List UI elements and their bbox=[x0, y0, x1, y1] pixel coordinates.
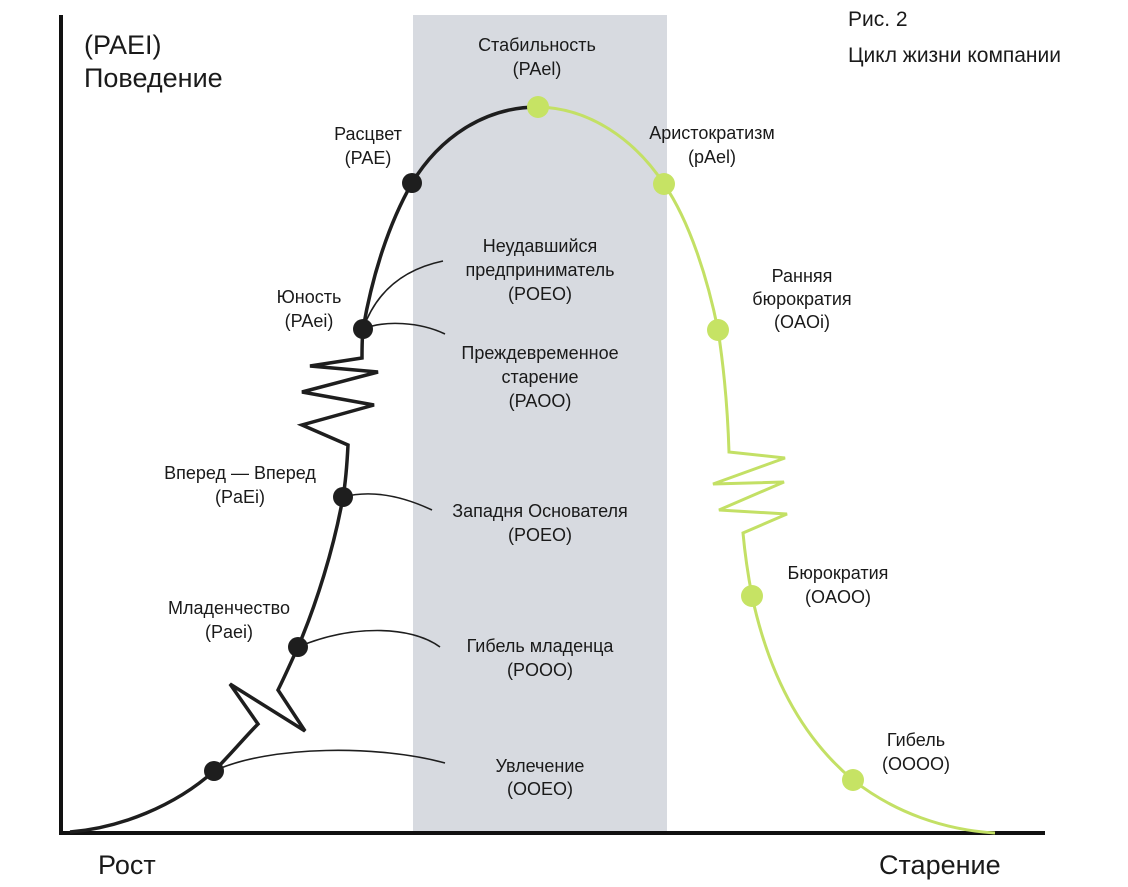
node-aristocracy bbox=[653, 173, 675, 195]
x-axis-label-aging: Старение bbox=[879, 850, 1001, 880]
stage-code-infatuation: (OOEO) bbox=[507, 779, 573, 799]
stage-label-stability: Стабильность bbox=[478, 35, 596, 55]
stage-label-founder-trap: Западня Основателя bbox=[452, 501, 627, 521]
stage-code-infant-mortality: (POOO) bbox=[507, 660, 573, 680]
stage-label-premature-aging-1: Преждевременное bbox=[461, 343, 618, 363]
prime-zone-band bbox=[413, 15, 667, 833]
node-go-go bbox=[333, 487, 353, 507]
stage-code-death: (OOOO) bbox=[882, 754, 950, 774]
stage-code-prime: (PAE) bbox=[345, 148, 392, 168]
stage-code-stability: (PAel) bbox=[513, 59, 562, 79]
y-axis-label: Поведение bbox=[84, 63, 223, 93]
stage-code-go-go: (PaEi) bbox=[215, 487, 265, 507]
y-axis-label-code: (PAEI) bbox=[84, 30, 162, 60]
stage-label-failed-entrepreneur-1: Неудавшийся bbox=[483, 236, 598, 256]
stage-code-adolescence: (PAei) bbox=[285, 311, 334, 331]
node-infatuation bbox=[204, 761, 224, 781]
connector-infant-mortality bbox=[297, 629, 441, 648]
stage-code-infancy: (Paei) bbox=[205, 622, 253, 642]
connector-infatuation-trap bbox=[213, 749, 446, 772]
stage-label-infatuation: Увлечение bbox=[496, 756, 585, 776]
node-early-bureaucracy bbox=[707, 319, 729, 341]
x-axis-label-growth: Рост bbox=[98, 850, 156, 880]
node-adolescence bbox=[353, 319, 373, 339]
stage-label-early-bureaucracy-1: Ранняя bbox=[772, 266, 833, 286]
stage-label-aristocracy: Аристократизм bbox=[649, 123, 775, 143]
stage-label-prime: Расцвет bbox=[334, 124, 402, 144]
figure-number: Рис. 2 bbox=[848, 8, 908, 31]
stage-label-premature-aging-2: старение bbox=[501, 367, 578, 387]
stage-label-early-bureaucracy-2: бюрократия bbox=[752, 289, 851, 309]
figure-title: Цикл жизни компании bbox=[848, 44, 1061, 67]
stage-label-infancy: Младенчество bbox=[168, 598, 290, 618]
node-stability bbox=[527, 96, 549, 118]
stage-label-adolescence: Юность bbox=[277, 287, 342, 307]
stage-code-aristocracy: (pAel) bbox=[688, 147, 736, 167]
node-infancy bbox=[288, 637, 308, 657]
node-death bbox=[842, 769, 864, 791]
stage-label-failed-entrepreneur-2: предприниматель bbox=[465, 260, 614, 280]
stage-code-early-bureaucracy: (OAOi) bbox=[774, 312, 830, 332]
node-prime bbox=[402, 173, 422, 193]
stage-label-infant-mortality: Гибель младенца bbox=[467, 636, 615, 656]
stage-code-bureaucracy: (OAOO) bbox=[805, 587, 871, 607]
stage-label-go-go: Вперед — Вперед bbox=[164, 463, 316, 483]
connector-failed-entrepreneur bbox=[362, 260, 444, 330]
stage-label-death: Гибель bbox=[887, 730, 945, 750]
stage-label-bureaucracy: Бюрократия bbox=[788, 563, 889, 583]
stage-code-failed-entrepreneur: (POEO) bbox=[508, 284, 572, 304]
stage-code-premature-aging: (PAOO) bbox=[509, 391, 572, 411]
node-bureaucracy bbox=[741, 585, 763, 607]
stage-code-founder-trap: (POEO) bbox=[508, 525, 572, 545]
